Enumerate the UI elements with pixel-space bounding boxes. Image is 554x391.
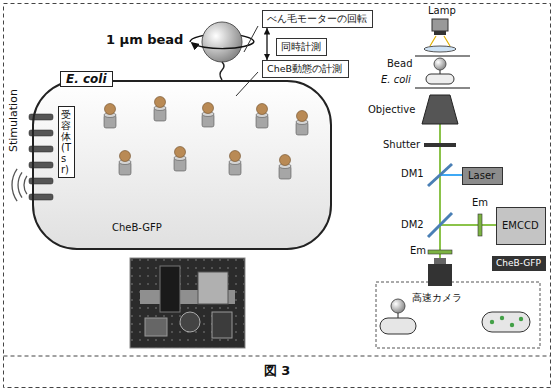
node-text: E. coli xyxy=(60,71,113,87)
cell-outline: E. coli受容体(Tsr) xyxy=(32,80,332,250)
figure-part xyxy=(428,213,452,237)
figure-part xyxy=(434,31,446,35)
figure-part xyxy=(229,151,241,176)
figure-part xyxy=(279,155,291,180)
figure-part xyxy=(130,258,245,348)
figure-part xyxy=(428,250,452,254)
figure-part xyxy=(500,316,504,320)
figure-part xyxy=(478,214,482,236)
callout-box: べん毛モーターの回転 xyxy=(262,10,373,28)
figure-part xyxy=(428,264,452,286)
figure-part xyxy=(519,317,523,321)
figure-part xyxy=(440,70,441,74)
figure-part xyxy=(198,272,228,304)
label-text: DM1 xyxy=(401,168,424,180)
laser-box: Laser xyxy=(462,167,503,185)
caption-divider xyxy=(4,356,551,357)
label-text: E. coli xyxy=(381,74,411,86)
figure-caption: 図 3 xyxy=(0,363,554,379)
tag-box: CheB-GFP xyxy=(492,256,546,271)
cell-fill xyxy=(32,80,332,250)
figure-part xyxy=(398,313,399,318)
figure-part xyxy=(256,104,268,129)
figure-part xyxy=(430,36,450,46)
label-text: Em xyxy=(410,245,426,257)
bead xyxy=(202,22,242,62)
node-text: Laser xyxy=(468,170,497,182)
figure-part xyxy=(424,46,456,52)
figure-part xyxy=(440,224,496,226)
figure-part xyxy=(434,58,446,70)
label-text: Shutter xyxy=(383,139,420,151)
figure-part xyxy=(510,323,514,327)
figure-part xyxy=(482,312,530,332)
label-text: CheB-GFP xyxy=(112,222,162,234)
node-text: べん毛モーターの回転 xyxy=(267,13,368,24)
figure-part xyxy=(130,258,245,348)
stimulus-waves xyxy=(12,169,27,201)
figure-part xyxy=(415,55,470,57)
camera-box: EMCCD xyxy=(496,207,546,245)
flagellum xyxy=(220,62,224,80)
figure-part xyxy=(426,74,454,84)
node-text: 受容体(Tsr) xyxy=(61,109,71,175)
label-text: Objective xyxy=(368,104,415,116)
figure-part xyxy=(432,19,448,31)
figure-part xyxy=(296,111,308,136)
figure-part xyxy=(415,87,470,89)
figure-part xyxy=(391,299,405,313)
callout-box: 同時計測 xyxy=(276,38,327,56)
figure-part xyxy=(212,312,232,338)
label-text: Stimulation xyxy=(6,89,19,152)
figure-part xyxy=(104,104,116,129)
label-text: 高速カメラ xyxy=(412,292,462,304)
node-text: CheB動態の計測 xyxy=(267,63,344,74)
figure-part xyxy=(18,172,22,197)
label-text: Em xyxy=(472,197,488,209)
figure-part xyxy=(174,147,186,172)
figure-part xyxy=(490,320,494,324)
figure-part xyxy=(119,151,131,176)
node-text: EMCCD xyxy=(502,220,540,232)
leader-line xyxy=(236,72,258,96)
rotation-arrow xyxy=(192,42,254,49)
photo-inset xyxy=(130,258,245,348)
figure-part xyxy=(380,318,416,334)
label-text: Lamp xyxy=(428,5,456,17)
figure-part xyxy=(180,312,200,332)
node-text: CheB-GFP xyxy=(496,258,542,269)
figure-part xyxy=(434,258,446,264)
figure-part xyxy=(24,176,27,194)
receptor-box: 受容体(Tsr) xyxy=(58,106,75,178)
figure-frame xyxy=(4,4,551,388)
figure-part xyxy=(160,266,180,312)
leader-line xyxy=(244,26,258,52)
label-text: DM2 xyxy=(401,219,424,231)
figure-part xyxy=(154,97,166,122)
microscope-schematic xyxy=(376,19,540,348)
cheb-gfp-proteins xyxy=(104,97,308,180)
figure-part xyxy=(422,95,458,124)
node-text: 同時計測 xyxy=(281,41,322,52)
figure-part xyxy=(440,174,462,176)
callout-box: CheB動態の計測 xyxy=(262,60,349,78)
figure-part xyxy=(145,318,167,336)
figure-part xyxy=(376,282,540,348)
figure-part xyxy=(202,103,214,128)
figure-part xyxy=(428,164,452,186)
figure-part xyxy=(424,143,456,147)
label-text: 1 μm bead xyxy=(106,32,183,48)
double-arrow xyxy=(266,28,267,60)
figure-part xyxy=(12,169,17,201)
label-text: Bead xyxy=(387,58,413,70)
